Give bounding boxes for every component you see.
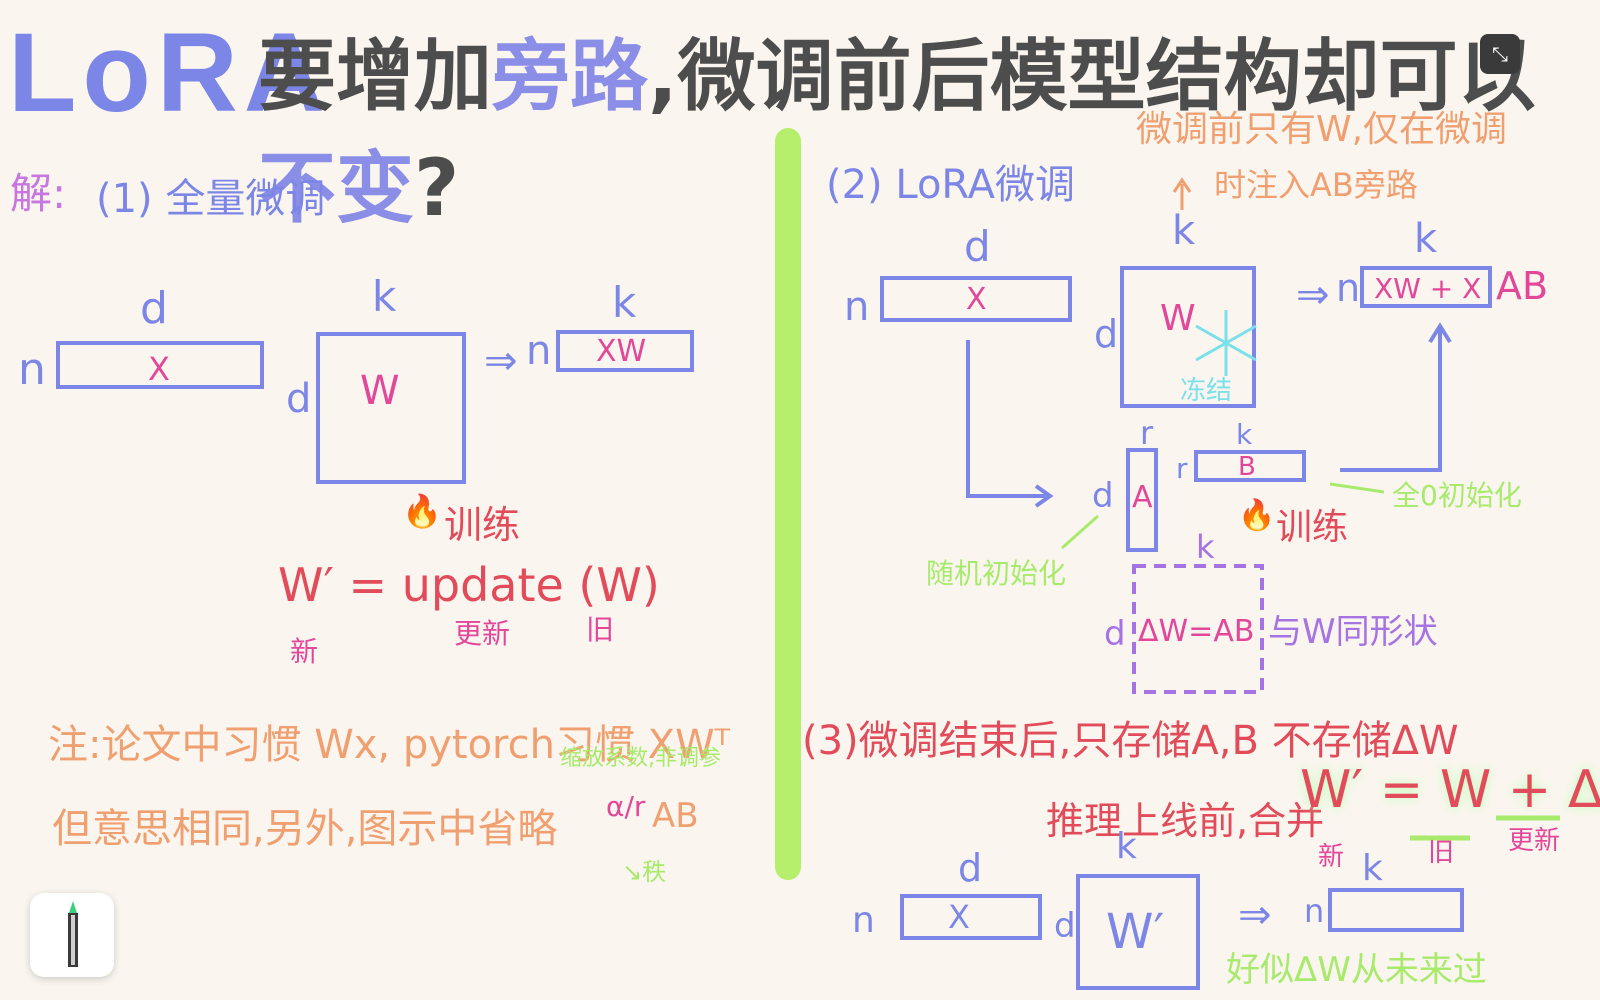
full-finetune-heading: (1) 全量微调 — [96, 176, 326, 222]
right-top-note2: 时注入AB旁路 — [1214, 166, 1418, 204]
right-x-dim-left: n — [844, 284, 870, 330]
left-w-label: W — [360, 368, 400, 414]
same-shape-label: 与W同形状 — [1268, 612, 1438, 652]
right-out-dim-top: k — [1414, 216, 1438, 262]
right-w-matrix — [1120, 266, 1256, 408]
title-part1: 要增加 — [258, 32, 493, 122]
bottom-note: 好似ΔW从未来过 — [1226, 950, 1487, 990]
left-w-matrix — [316, 332, 466, 484]
left-alpha-frac: α/r — [606, 790, 646, 823]
pen-tool-icon — [68, 901, 78, 967]
right-arrow: ⇒ — [1296, 272, 1330, 318]
merge-update-label: 更新 — [1508, 826, 1561, 856]
a-matrix — [1126, 448, 1158, 552]
right-train-label: 训练 — [1276, 507, 1349, 548]
left-out-dim-left: n — [526, 328, 552, 374]
a-dim-left: d — [1092, 476, 1114, 516]
right-w-dim-top: k — [1172, 208, 1196, 254]
bottom-w-dim-left: d — [1054, 906, 1076, 946]
left-x-dim-top: d — [140, 283, 168, 334]
left-x-matrix — [56, 341, 264, 389]
right-out-dim-left: n — [1336, 266, 1361, 310]
bottom-x-dim-top: d — [958, 846, 983, 890]
right-out-matrix — [1360, 266, 1492, 308]
left-rank-note: ↘秩 — [622, 858, 667, 886]
left-w-dim-left: d — [286, 376, 312, 422]
right-w-label: W — [1160, 298, 1196, 339]
delta-w-matrix — [1132, 564, 1264, 694]
title-unchanged: 不变 — [258, 144, 415, 234]
bottom-arrow: ⇒ — [1238, 892, 1272, 938]
section-divider — [775, 128, 801, 880]
merge-new-label: 新 — [1318, 842, 1345, 872]
left-ab: AB — [652, 796, 699, 836]
a-dim-top: r — [1140, 414, 1154, 452]
bottom-out-matrix — [1328, 888, 1464, 932]
left-new-label: 新 — [290, 635, 319, 668]
merge-old-label: 旧 — [1428, 838, 1455, 868]
delta-w-label: ΔW=AB — [1138, 614, 1255, 649]
right-w-dim-left: d — [1094, 312, 1119, 356]
pen-tool-button[interactable] — [30, 893, 114, 977]
collapse-icon: ⤡ — [1492, 42, 1508, 66]
solution-label: 解: — [10, 169, 67, 218]
left-scale-note: 缩放系数,非调参 — [560, 746, 721, 771]
left-update-label: 更新 — [454, 617, 511, 650]
bottom-x-matrix — [900, 894, 1042, 940]
merge-formula: W′ = W + ΔW — [1300, 760, 1600, 820]
left-x-label: X — [148, 350, 170, 388]
title-lora: LoRA — [8, 10, 331, 135]
b-matrix — [1194, 450, 1306, 482]
bottom-w-prime-label: W′ — [1106, 904, 1165, 960]
left-update-formula: W′ = update (W) — [278, 558, 660, 612]
left-fire-icon: 🔥 — [402, 492, 442, 530]
dw-dim-top: k — [1196, 528, 1215, 566]
left-train-label: 训练 — [444, 503, 521, 547]
left-arrow: ⇒ — [484, 338, 518, 384]
bottom-x-dim-left: n — [852, 900, 875, 941]
zero-init-label: 全0初始化 — [1392, 479, 1522, 512]
b-dim-top: k — [1236, 418, 1253, 451]
right-out-label: XW + X — [1374, 272, 1482, 305]
frozen-label: 冻结 — [1180, 376, 1233, 406]
left-old-label: 旧 — [586, 613, 615, 646]
left-out-label: XW — [596, 334, 647, 369]
left-w-dim-top: k — [372, 272, 397, 321]
bottom-out-dim-top: k — [1362, 848, 1383, 889]
right-x-dim-top: d — [964, 222, 991, 271]
left-out-dim-top: k — [612, 278, 637, 327]
dw-dim-left: d — [1104, 614, 1126, 654]
merge-prefix: 推理上线前,合并 — [1046, 799, 1325, 843]
lora-finetune-heading: (2) LoRA微调 — [826, 162, 1075, 208]
step3-text: (3)微调结束后,只存储A,B 不存储ΔW — [802, 718, 1459, 764]
bottom-out-dim-left: n — [1304, 892, 1325, 930]
bottom-w-prime-matrix — [1076, 874, 1200, 990]
title-text: 要增加旁路,微调前后模型结构却可以不变? — [258, 14, 1600, 238]
left-out-matrix — [556, 330, 694, 372]
left-x-dim-left: n — [18, 344, 46, 395]
title-part2: ,微调前后模型结构却可以 — [648, 32, 1536, 122]
right-x-matrix — [880, 276, 1072, 322]
bottom-w-dim-top: k — [1116, 826, 1137, 867]
left-note-line2: 但意思相同,另外,图示中省略 — [52, 806, 558, 852]
a-label: A — [1132, 480, 1153, 515]
right-x-label: X — [966, 282, 987, 317]
b-label: B — [1238, 452, 1256, 482]
title-part3: ? — [414, 144, 460, 234]
title-bypass: 旁路 — [492, 32, 649, 122]
b-dim-left: r — [1176, 452, 1188, 485]
exit-fullscreen-button[interactable]: ⤡ — [1480, 34, 1520, 74]
bottom-x-label: X — [948, 898, 970, 936]
snowflake-icon — [1195, 310, 1257, 376]
right-top-note1: 微调前只有W,仅在微调 — [1136, 109, 1508, 150]
random-init-label: 随机初始化 — [926, 557, 1067, 590]
right-out-ab: AB — [1496, 264, 1549, 308]
right-fire-icon: 🔥 — [1238, 498, 1276, 533]
left-note-line1: 注:论文中习惯 Wx, pytorch习惯 XWᵀ — [48, 722, 731, 768]
